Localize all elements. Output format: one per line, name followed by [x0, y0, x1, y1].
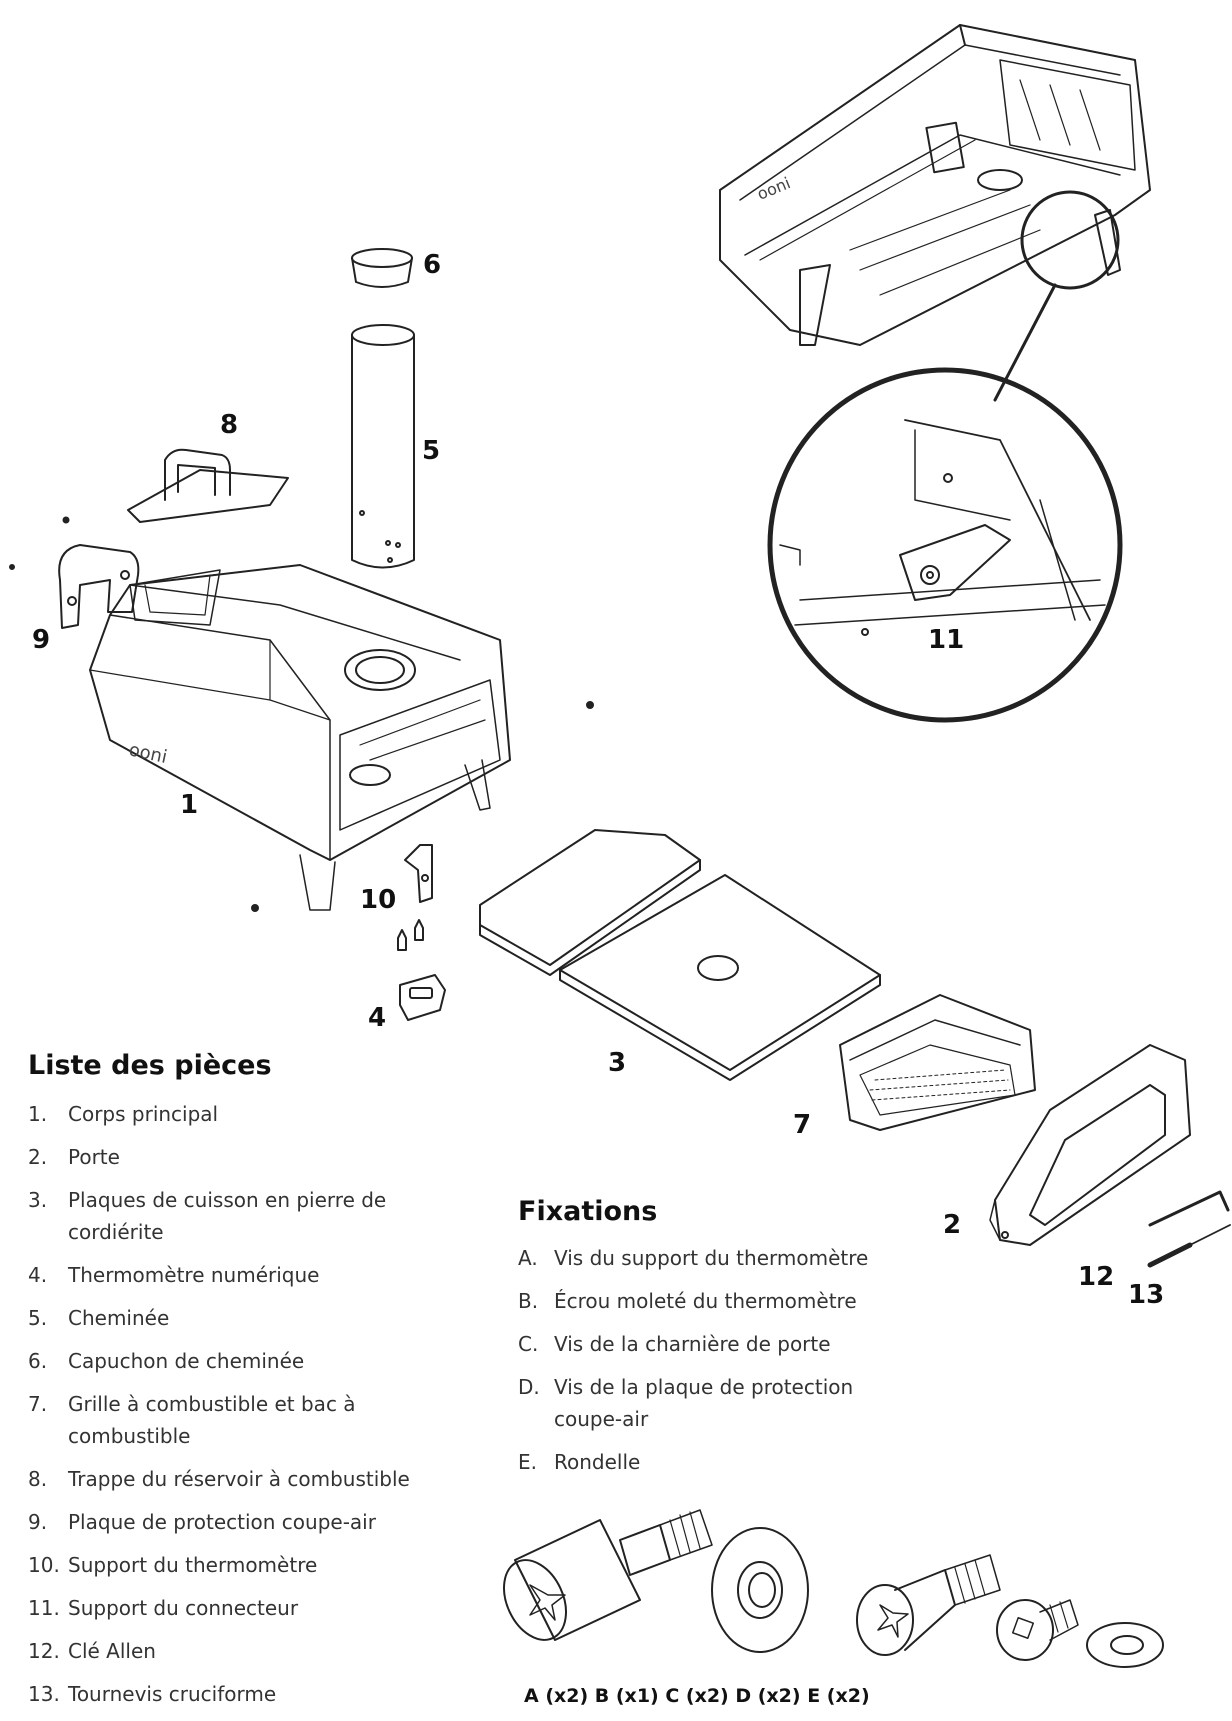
list-item-label: Écrou moleté du thermomètre — [554, 1289, 857, 1313]
fixings-quantities: A (x2) B (x1) C (x2) D (x2) E (x2) — [524, 1685, 870, 1707]
list-item-label: Corps principal — [68, 1102, 219, 1126]
parts-list: 1. Corps principal 2. Porte 3. Plaques de c… — [28, 1098, 438, 1721]
list-item-number: 8. — [28, 1467, 48, 1491]
list-item-label: Trappe du réservoir à combustible — [68, 1467, 410, 1491]
list-item: 11. Support du connecteur — [28, 1592, 438, 1624]
list-item-number: 4. — [28, 1263, 48, 1287]
list-item-label: Cheminée — [68, 1306, 170, 1330]
callout-13: 13 — [1128, 1280, 1165, 1310]
list-item-number: 11. — [28, 1596, 60, 1620]
callout-12: 12 — [1078, 1262, 1115, 1292]
list-item-letter: D. — [518, 1375, 540, 1399]
list-item-number: 1. — [28, 1102, 48, 1126]
list-item-label: Support du connecteur — [68, 1596, 299, 1620]
door-illustration — [989, 1044, 1191, 1246]
chimney-cap-illustration — [351, 248, 413, 288]
list-item-letter: C. — [518, 1332, 539, 1356]
callout-5: 5 — [422, 436, 441, 466]
list-item: E. Rondelle — [518, 1446, 898, 1478]
list-item-number: 5. — [28, 1306, 48, 1330]
callout-7: 7 — [793, 1110, 812, 1140]
connector-detail-circle — [767, 367, 1123, 723]
list-item: 13. Tournevis cruciforme — [28, 1678, 438, 1710]
list-item: 1. Corps principal — [28, 1098, 438, 1130]
list-item-number: 3. — [28, 1188, 48, 1212]
callout-11: 11 — [928, 625, 965, 655]
list-item: 9. Plaque de protection coupe-air — [28, 1506, 438, 1538]
underside-logo: ooni — [754, 173, 793, 203]
list-item-label: Thermomètre numérique — [68, 1263, 320, 1287]
list-item: 7. Grille à combustible et bac à combusti… — [28, 1388, 438, 1452]
list-item-number: 10. — [28, 1553, 60, 1577]
list-item: 10. Support du thermomètre — [28, 1549, 438, 1581]
list-item-letter: B. — [518, 1289, 539, 1313]
list-item-label: Clé Allen — [68, 1639, 156, 1663]
fixings-illustration — [503, 1509, 1164, 1668]
list-item-number: 12. — [28, 1639, 60, 1663]
list-item-number: 7. — [28, 1392, 48, 1416]
callout-3: 3 — [608, 1048, 627, 1078]
list-item-label: Porte — [68, 1145, 120, 1169]
fuel-tray-illustration — [839, 994, 1036, 1131]
list-item-label: Capuchon de cheminée — [68, 1349, 305, 1373]
list-item-letter: E. — [518, 1450, 537, 1474]
list-item: 3. Plaques de cuisson en pierre de cordié… — [28, 1184, 438, 1248]
fixings-title: Fixations — [518, 1196, 658, 1227]
callout-10: 10 — [360, 885, 397, 915]
baking-stones-illustration — [479, 829, 881, 1081]
oven-body-illustration: ooni — [89, 564, 594, 912]
list-item-number: 6. — [28, 1349, 48, 1373]
list-item: 12. Clé Allen — [28, 1635, 438, 1667]
chimney-illustration — [351, 324, 415, 569]
list-item-label: Support du thermomètre — [68, 1553, 318, 1577]
callout-6: 6 — [423, 250, 442, 280]
fixings-list: A. Vis du support du thermomètre B. Écrou … — [518, 1242, 898, 1489]
list-item-number: 9. — [28, 1510, 48, 1534]
list-item-label: Vis de la plaque de protection coupe-air — [554, 1375, 854, 1431]
list-item-number: 13. — [28, 1682, 60, 1706]
list-item: B. Écrou moleté du thermomètre — [518, 1285, 898, 1317]
list-item-label: Rondelle — [554, 1450, 641, 1474]
air-baffle-illustration — [9, 516, 140, 629]
list-item: 8. Trappe du réservoir à combustible — [28, 1463, 438, 1495]
list-item-label: Vis du support du thermomètre — [554, 1246, 869, 1270]
list-item-number: 2. — [28, 1145, 48, 1169]
oven-underside-illustration: ooni — [719, 24, 1151, 402]
callout-2: 2 — [943, 1210, 962, 1240]
list-item-label: Tournevis cruciforme — [68, 1682, 277, 1706]
thermometer-bracket-illustration — [397, 844, 433, 951]
callout-4: 4 — [368, 1003, 387, 1033]
list-item: 4. Thermomètre numérique — [28, 1259, 438, 1291]
list-item-label: Grille à combustible et bac à combustibl… — [68, 1392, 356, 1448]
list-item-label: Plaque de protection coupe-air — [68, 1510, 376, 1534]
parts-list-title: Liste des pièces — [28, 1050, 272, 1081]
list-item: 6. Capuchon de cheminée — [28, 1345, 438, 1377]
list-item: D. Vis de la plaque de protection coupe-a… — [518, 1371, 898, 1435]
body-logo: ooni — [127, 739, 169, 768]
callout-8: 8 — [220, 410, 239, 440]
allen-key-illustration — [1148, 1190, 1230, 1227]
list-item-label: Vis de la charnière de porte — [554, 1332, 831, 1356]
list-item: C. Vis de la charnière de porte — [518, 1328, 898, 1360]
callout-1: 1 — [180, 790, 199, 820]
list-item: 2. Porte — [28, 1141, 438, 1173]
fuel-hatch-illustration — [127, 448, 289, 523]
list-item: A. Vis du support du thermomètre — [518, 1242, 898, 1274]
list-item-letter: A. — [518, 1246, 538, 1270]
list-item-label: Plaques de cuisson en pierre de cordiéri… — [68, 1188, 387, 1244]
callout-9: 9 — [32, 625, 51, 655]
digital-thermometer-illustration — [399, 974, 446, 1021]
list-item: 5. Cheminée — [28, 1302, 438, 1334]
screwdriver-illustration — [1147, 1224, 1231, 1268]
